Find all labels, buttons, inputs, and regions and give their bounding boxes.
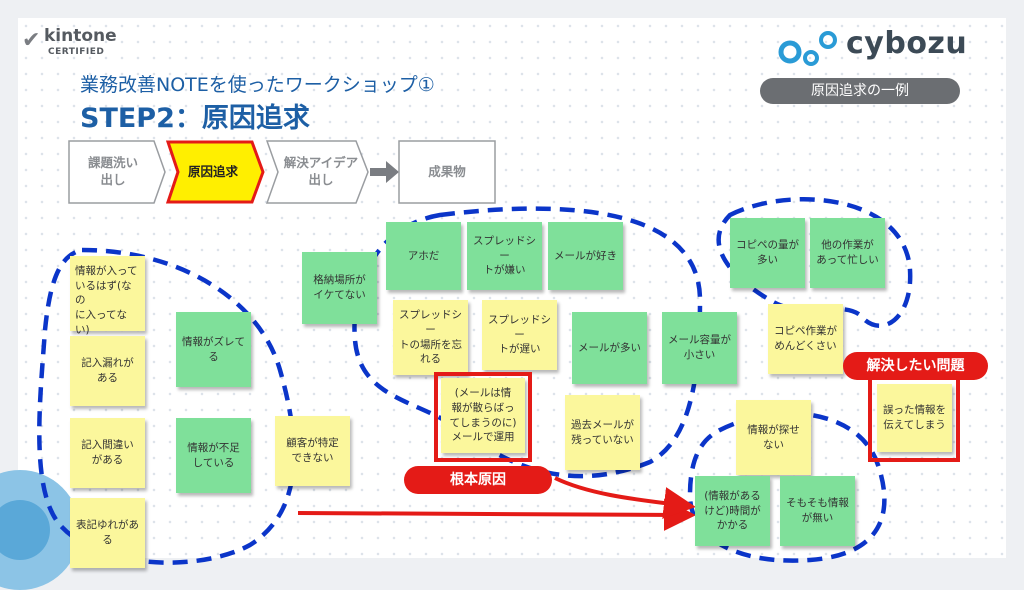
sticky-note: スプレッドシー トが遅い bbox=[482, 300, 557, 370]
step-label: 課題洗い 出し bbox=[87, 155, 138, 187]
step-label: 解決アイデア 出し bbox=[283, 155, 359, 187]
sticky-note: スプレッドシー トが嫌い bbox=[467, 222, 542, 290]
sticky-note: メールが好き bbox=[548, 222, 623, 290]
step-root-cause: 原因追求 bbox=[166, 140, 266, 204]
sticky-note: 情報が入って いるはず(なの に入ってない) bbox=[70, 256, 145, 336]
problem-highlight-box bbox=[868, 376, 960, 462]
cybozu-logo: cybozu bbox=[778, 24, 967, 68]
sticky-note: 表記ゆれがあ る bbox=[70, 498, 145, 568]
sticky-note: 情報がズレて る bbox=[176, 312, 251, 387]
step-label: 原因追求 bbox=[187, 163, 238, 179]
sticky-note: そもそも情報 が無い bbox=[780, 476, 855, 546]
decorative-circle bbox=[0, 500, 50, 560]
sticky-note: コピペ作業が めんどくさい bbox=[768, 304, 843, 374]
sticky-note: (情報がある けど)時間が かかる bbox=[695, 476, 770, 546]
sticky-note: 格納場所が イケてない bbox=[302, 252, 377, 324]
page-subtitle: 業務改善NOTEを使ったワークショップ① bbox=[80, 74, 435, 96]
sticky-note: メール容量が 小さい bbox=[662, 312, 737, 384]
group-outline-left bbox=[37, 247, 297, 565]
sticky-note: 情報が探せ ない bbox=[736, 400, 811, 475]
sticky-note: 情報が不足 している bbox=[176, 418, 251, 493]
arrow-right-icon bbox=[370, 161, 399, 183]
root-cause-label: 根本原因 bbox=[404, 466, 552, 494]
sticky-note: 顧客が特定 できない bbox=[275, 416, 350, 486]
sticky-note: アホだ bbox=[386, 222, 461, 290]
step-deliverables: 成果物 bbox=[398, 140, 496, 204]
cybozu-logo-name: cybozu bbox=[846, 26, 968, 61]
sticky-note: スプレッドシー トの場所を忘 れる bbox=[393, 300, 468, 375]
kintone-logo-name: kintone bbox=[44, 26, 117, 46]
checkmark-icon: ✔ bbox=[22, 28, 41, 53]
example-badge: 原因追求の一例 bbox=[760, 78, 960, 104]
arrow-root-cause-to-time bbox=[554, 476, 696, 519]
sticky-note: 記入漏れが ある bbox=[70, 336, 145, 406]
sticky-note: 記入間違い がある bbox=[70, 418, 145, 488]
group-outline-center bbox=[352, 206, 703, 479]
step-issue-listing: 課題洗い 出し bbox=[68, 140, 166, 204]
sticky-note: コピペの量が 多い bbox=[730, 218, 805, 288]
arrow-left-to-time bbox=[297, 498, 696, 531]
sticky-note: 誤った情報を 伝えてしまう bbox=[877, 384, 952, 452]
cybozu-circles-icon bbox=[778, 31, 837, 66]
root-cause-highlight-box bbox=[434, 372, 532, 462]
problem-label: 解決したい問題 bbox=[843, 352, 988, 380]
page-title: STEP2：原因追求 bbox=[80, 103, 310, 134]
kintone-logo-sub: CERTIFIED bbox=[48, 47, 105, 57]
sticky-note: メールが多い bbox=[572, 312, 647, 384]
step-solution-ideas: 解決アイデア 出し bbox=[266, 140, 370, 204]
sticky-note: (メールは情 報が散らばっ てしまうのに) メールで運用 bbox=[441, 378, 525, 453]
kintone-logo: ✔ kintone CERTIFIED bbox=[22, 24, 132, 64]
sticky-note: 他の作業が あって忙しい bbox=[810, 218, 885, 288]
step-label: 成果物 bbox=[428, 163, 466, 179]
group-outline-bottom-right bbox=[687, 411, 887, 563]
sticky-note: 過去メールが 残っていない bbox=[565, 395, 640, 470]
